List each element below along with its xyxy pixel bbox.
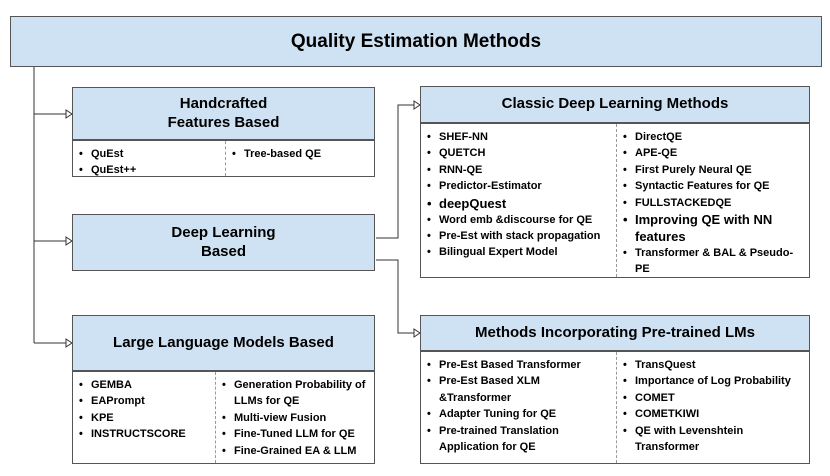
list-item: Improving QE with NN features [621, 211, 805, 245]
list-item: Fine-Grained EA & LLM [220, 443, 370, 460]
classic-panel: SHEF-NN QUETCH RNN-QE Predictor-Estimato… [420, 123, 810, 278]
list-item: First Purely Neural QE [621, 162, 805, 179]
list-item: Predictor-Estimator [425, 178, 612, 195]
list-item: QuEst++ [77, 162, 221, 179]
list-item: Bilingual Expert Model [425, 244, 612, 261]
list-item: Transformer & BAL & Pseudo-PE [621, 245, 805, 278]
deep-learning-title: Deep Learning Based [171, 224, 275, 262]
handcrafted-title: Handcrafted Features Based [168, 95, 280, 133]
llm-right-column: Generation Probability of LLMs for QE Mu… [215, 372, 374, 463]
list-item: INSTRUCTSCORE [77, 426, 211, 443]
llm-left-column: GEMBA EAPrompt KPE INSTRUCTSCORE [73, 372, 215, 463]
handcrafted-title-line2: Features Based [167, 113, 280, 131]
handcrafted-left-column: QuEst QuEst++ [73, 141, 225, 179]
llm-header: Large Language Models Based [72, 315, 375, 371]
arrowhead-classic [413, 100, 421, 110]
list-item: SHEF-NN [425, 129, 612, 146]
list-item: TransQuest [621, 357, 805, 374]
list-item: DirectQE [621, 129, 805, 146]
classic-right-column: DirectQE APE-QE First Purely Neural QE S… [616, 124, 809, 277]
classic-header: Classic Deep Learning Methods [420, 86, 810, 123]
list-item: deepQuest [425, 195, 612, 212]
list-item: QUETCH [425, 145, 612, 162]
list-item: Pre-trained Translation Application for … [425, 423, 612, 456]
branch-classic [376, 104, 419, 239]
list-item: COMETKIWI [621, 406, 805, 423]
list-item: Syntactic Features for QE [621, 178, 805, 195]
handcrafted-header: Handcrafted Features Based [72, 87, 375, 140]
arrowhead-pretrained [413, 328, 421, 338]
list-item: QuEst [77, 146, 221, 163]
list-item: COMET [621, 390, 805, 407]
deep-learning-box: Deep Learning Based [72, 214, 375, 271]
classic-left-column: SHEF-NN QUETCH RNN-QE Predictor-Estimato… [421, 124, 616, 277]
llm-title: Large Language Models Based [113, 333, 334, 351]
pretrained-header: Methods Incorporating Pre-trained LMs [420, 315, 810, 351]
pretrained-right-column: TransQuest Importance of Log Probability… [616, 352, 809, 463]
handcrafted-right-column: Tree-based QE [225, 141, 374, 176]
list-item: Multi-view Fusion [220, 410, 370, 427]
list-item: KPE [77, 410, 211, 427]
list-item: QE with Levenshtein Transformer [621, 423, 805, 456]
deep-learning-title-line1: Deep Learning [171, 223, 276, 241]
list-item: Tree-based QE [230, 146, 370, 163]
pretrained-left-column: Pre-Est Based Transformer Pre-Est Based … [421, 352, 616, 463]
list-item: Generation Probability of LLMs for QE [220, 377, 370, 410]
list-item: Fine-Tuned LLM for QE [220, 426, 370, 443]
root-title: Quality Estimation Methods [290, 30, 542, 52]
branch-pretrained [376, 259, 419, 334]
arrowhead-handcrafted [65, 109, 73, 119]
handcrafted-panel: QuEst QuEst++ Tree-based QE [72, 140, 375, 179]
deep-learning-title-line2: Based [200, 242, 247, 260]
list-item: EAPrompt [77, 393, 211, 410]
list-item: APE-QE [621, 145, 805, 162]
pretrained-title: Methods Incorporating Pre-trained LMs [474, 323, 756, 341]
llm-panel: GEMBA EAPrompt KPE INSTRUCTSCORE Generat… [72, 371, 375, 464]
list-item: Pre-Est Based Transformer [425, 357, 612, 374]
pretrained-panel: Pre-Est Based Transformer Pre-Est Based … [420, 351, 810, 464]
list-item: Pre-Est Based XLM &Transformer [425, 373, 612, 406]
handcrafted-title-line1: Handcrafted [179, 94, 268, 112]
classic-title: Classic Deep Learning Methods [501, 95, 729, 113]
list-item: GEMBA [77, 377, 211, 394]
list-item: FULLSTACKEDQE [621, 195, 805, 212]
list-item: Importance of Log Probability [621, 373, 805, 390]
list-item: Word emb &discourse for QE [425, 212, 612, 229]
arrowhead-llm [65, 338, 73, 348]
root-box: Quality Estimation Methods [10, 16, 822, 67]
list-item: RNN-QE [425, 162, 612, 179]
list-item: Pre-Est with stack propagation [425, 228, 612, 245]
arrowhead-deep-learning [65, 236, 73, 246]
list-item: Adapter Tuning for QE [425, 406, 612, 423]
